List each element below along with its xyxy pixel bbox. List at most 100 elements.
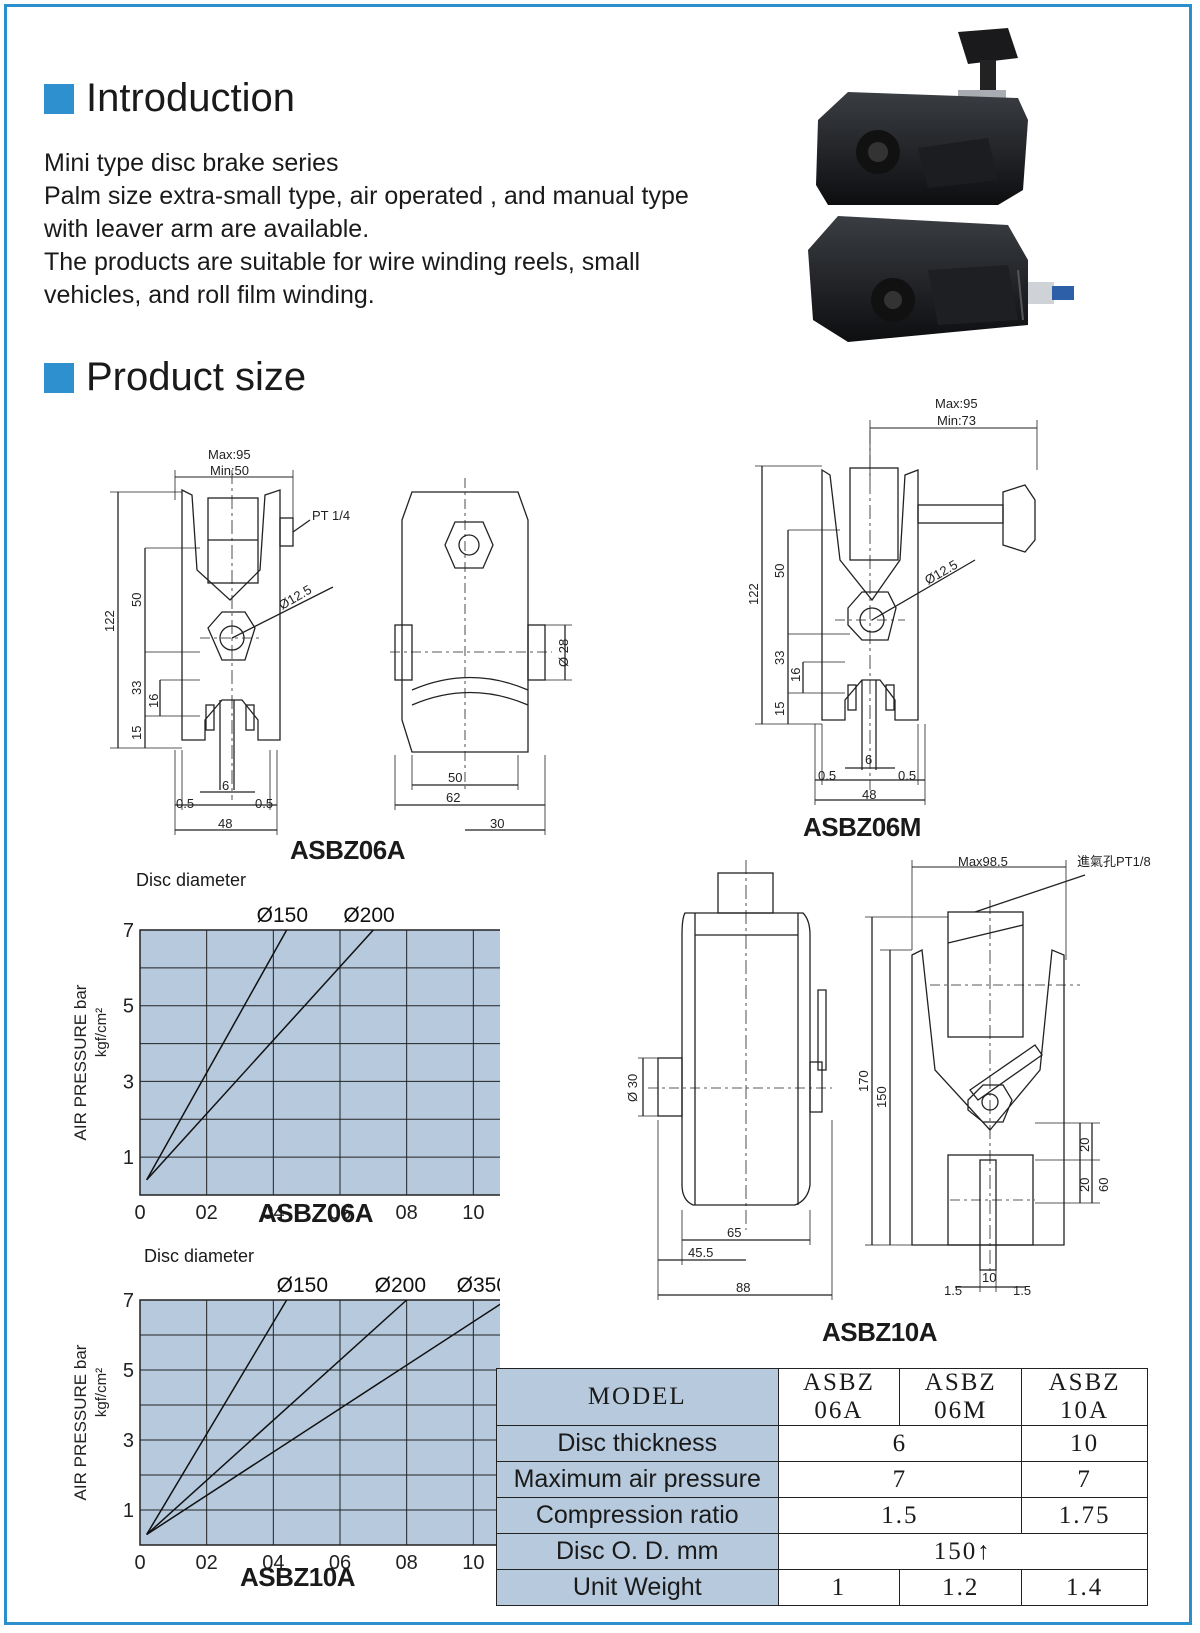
asbz10a-dim-30: Ø 30 bbox=[625, 1074, 640, 1102]
introduction-text: Mini type disc brake series Palm size ex… bbox=[44, 147, 764, 312]
asbz10a-drawing-label: ASBZ10A bbox=[822, 1317, 937, 1347]
plot2-model-label: ASBZ10A bbox=[240, 1562, 355, 1592]
asbz06a-dim-33: 33 bbox=[129, 681, 144, 695]
series-line bbox=[146, 1303, 500, 1536]
table-cell: 1.75 bbox=[1021, 1497, 1148, 1534]
product-photo bbox=[808, 28, 1074, 342]
intro-line: with leaver arm are available. bbox=[44, 215, 370, 243]
asbz06m-dim-50: 50 bbox=[772, 564, 787, 578]
asbz06m-front-view bbox=[755, 420, 1038, 805]
series-label: Ø200 bbox=[375, 1274, 426, 1297]
asbz06a-side-dim-62: 62 bbox=[446, 790, 460, 805]
series-line bbox=[146, 1299, 288, 1535]
plot2-title: Disc diameter bbox=[144, 1246, 255, 1266]
x-tick-label: 06 bbox=[329, 1202, 351, 1224]
asbz10a-dim-15-left: 1.5 bbox=[944, 1283, 962, 1298]
series-label: Ø200 bbox=[343, 904, 394, 927]
section-square-icon bbox=[44, 83, 74, 114]
series-line bbox=[146, 929, 288, 1181]
table-row: Disc O. D. mm 150↑ bbox=[496, 1533, 1149, 1570]
asbz10a-dim-88: 88 bbox=[736, 1280, 750, 1295]
asbz06m-dim-05-left: 0.5 bbox=[818, 768, 836, 783]
asbz10a-dim-20-a: 20 bbox=[1077, 1138, 1092, 1152]
asbz06a-hole-label: Ø12.5 bbox=[276, 582, 314, 613]
section-square-icon bbox=[44, 362, 74, 393]
asbz06m-dim-15: 15 bbox=[772, 702, 787, 716]
row-label: Disc thickness bbox=[496, 1425, 779, 1462]
table-header-cell: ASBZ 06M bbox=[899, 1368, 1023, 1426]
asbz06a-dim-15: 15 bbox=[129, 726, 144, 740]
intro-line: Mini type disc brake series bbox=[44, 149, 339, 177]
table-row: Unit Weight 1 1.2 1.4 bbox=[496, 1569, 1148, 1606]
row-label: Compression ratio bbox=[496, 1497, 779, 1534]
asbz06a-max-label: Max:95 bbox=[208, 447, 251, 462]
table-cell: 1.2 bbox=[899, 1569, 1023, 1606]
plot1-title: Disc diameter bbox=[136, 870, 247, 890]
introduction-title: Introduction bbox=[86, 76, 296, 120]
y-tick-label: 5 bbox=[123, 1360, 134, 1382]
y-tick-label: 7 bbox=[123, 1290, 134, 1312]
x-tick-label: 06 bbox=[329, 1552, 351, 1574]
asbz06m-hole-label: Ø12.5 bbox=[922, 557, 960, 588]
x-tick-label: 08 bbox=[396, 1552, 418, 1574]
series-line bbox=[146, 929, 374, 1181]
asbz06m-dim-48: 48 bbox=[862, 787, 876, 802]
asbz06a-dim-6: 6 bbox=[222, 778, 229, 793]
y-tick-label: 1 bbox=[123, 1500, 134, 1522]
product-size-title: Product size bbox=[86, 355, 307, 399]
asbz06a-dim-50: 50 bbox=[129, 593, 144, 607]
x-tick-label: 10 bbox=[462, 1202, 484, 1224]
x-tick-label: 0 bbox=[134, 1202, 145, 1224]
asbz06a-min-label: Min:50 bbox=[210, 463, 249, 478]
x-tick-label: 04 bbox=[262, 1552, 284, 1574]
asbz10a-dim-60: 60 bbox=[1096, 1178, 1111, 1192]
y-tick-label: 5 bbox=[123, 996, 134, 1018]
x-tick-label: 02 bbox=[196, 1202, 218, 1224]
table-header-row: MODEL ASBZ 06A ASBZ 06M ASBZ 10A bbox=[496, 1368, 1148, 1426]
asbz06m-dim-6: 6 bbox=[865, 752, 872, 767]
asbz06m-min-label: Min:73 bbox=[937, 413, 976, 428]
asbz10a-dim-150: 150 bbox=[874, 1086, 889, 1108]
intro-line: vehicles, and roll film winding. bbox=[44, 281, 375, 309]
series-label: Ø150 bbox=[257, 904, 308, 927]
asbz06a-side-dim-30: 30 bbox=[490, 816, 504, 831]
asbz06a-port-label: PT 1/4 bbox=[312, 508, 350, 523]
series-label: Ø350 bbox=[457, 1274, 500, 1297]
table-header-cell: ASBZ 10A bbox=[1021, 1368, 1148, 1426]
asbz10a-pressure-chart: 00204060810121357AIR PRESSURE barkgf/cm²… bbox=[71, 1274, 500, 1574]
asbz06m-dim-33: 33 bbox=[772, 651, 787, 665]
y-tick-label: 3 bbox=[123, 1071, 134, 1093]
asbz06a-pressure-chart: 00204060810121357AIR PRESSURE barkgf/cm²… bbox=[71, 904, 500, 1224]
asbz06a-dim-48: 48 bbox=[218, 816, 232, 831]
x-tick-label: 02 bbox=[196, 1552, 218, 1574]
asbz10a-dim-170: 170 bbox=[856, 1070, 871, 1092]
table-cell: 1 bbox=[777, 1569, 901, 1606]
table-cell: 1.5 bbox=[777, 1497, 1023, 1534]
asbz06a-dim-05-right: 0.5 bbox=[255, 796, 273, 811]
asbz06m-max-label: Max:95 bbox=[935, 396, 978, 411]
page-frame bbox=[4, 4, 1192, 1625]
table-row: Maximum air pressure 7 7 bbox=[496, 1461, 1148, 1498]
table-cell: 150↑ bbox=[777, 1533, 1149, 1570]
x-tick-label: 10 bbox=[462, 1552, 484, 1574]
series-line bbox=[146, 1299, 408, 1536]
table-row: Compression ratio 1.5 1.75 bbox=[496, 1497, 1148, 1534]
asbz10a-port-label: 進氣孔PT1/8 bbox=[1077, 854, 1151, 869]
asbz06a-side-dim-28: Ø 28 bbox=[556, 639, 571, 667]
asbz10a-dim-20-b: 20 bbox=[1077, 1178, 1092, 1192]
row-label: Maximum air pressure bbox=[496, 1461, 779, 1498]
table-header-cell: MODEL bbox=[496, 1368, 779, 1426]
asbz06a-front-view bbox=[110, 470, 334, 835]
asbz06m-drawing-label: ASBZ06M bbox=[803, 812, 921, 842]
product-size-heading: Product size bbox=[44, 355, 306, 400]
table-row: Disc thickness 6 10 bbox=[496, 1425, 1148, 1462]
asbz06m-dim-05-right: 0.5 bbox=[898, 768, 916, 783]
row-label: Disc O. D. mm bbox=[496, 1533, 779, 1570]
asbz06a-dim-122: 122 bbox=[102, 610, 117, 632]
table-cell: 6 bbox=[777, 1425, 1023, 1462]
asbz10a-max-label: Max98.5 bbox=[958, 854, 1008, 869]
x-tick-label: 08 bbox=[396, 1202, 418, 1224]
intro-line: The products are suitable for wire windi… bbox=[44, 248, 641, 276]
asbz10a-dim-15-right: 1.5 bbox=[1013, 1283, 1031, 1298]
spec-table: MODEL ASBZ 06A ASBZ 06M ASBZ 10A Disc th… bbox=[496, 1368, 1149, 1606]
